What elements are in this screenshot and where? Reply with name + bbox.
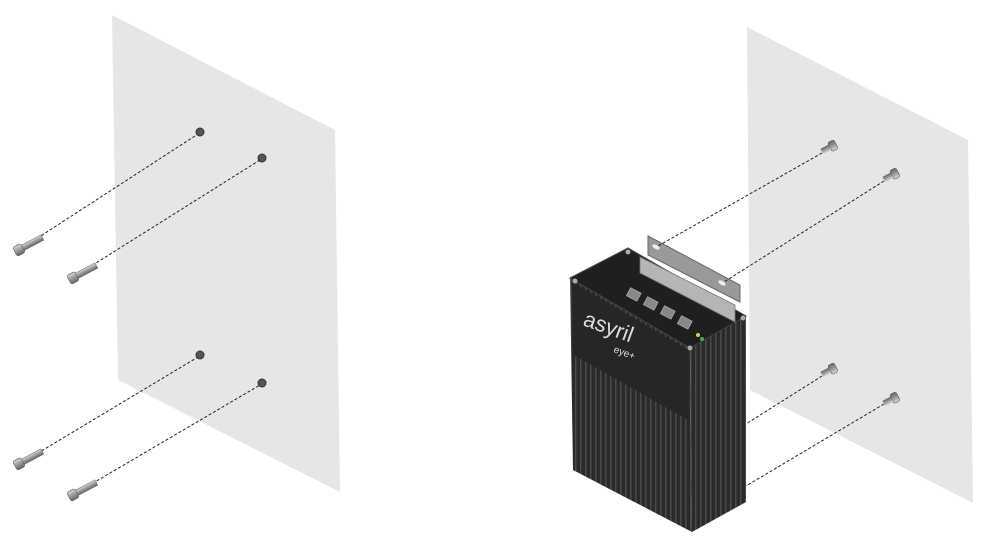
screw-icon xyxy=(882,167,900,183)
screw-icon xyxy=(820,362,838,378)
wall-panel-right xyxy=(747,27,973,503)
screw-icon xyxy=(13,234,45,257)
dashed-guides-left xyxy=(32,133,261,487)
screw-icon xyxy=(820,139,838,155)
device-right-face xyxy=(690,316,746,532)
screws-right xyxy=(820,139,900,407)
wall-panel-left xyxy=(112,15,340,492)
screw-icon xyxy=(13,448,45,471)
ethernet-ports xyxy=(625,287,693,330)
screw-icon xyxy=(882,391,900,407)
screw-icon xyxy=(67,262,99,285)
asyril-eye-device: asyril eye+ xyxy=(568,235,748,532)
dashed-guides-right xyxy=(657,152,885,487)
mounting-bracket-base xyxy=(639,256,736,323)
device-top-face xyxy=(568,247,748,349)
device-front-panel xyxy=(572,282,688,420)
status-led-icon xyxy=(700,337,704,341)
screw-icon xyxy=(67,479,99,502)
mounting-bracket xyxy=(647,235,741,303)
status-led-icon xyxy=(696,333,700,337)
screws-left xyxy=(13,234,99,502)
